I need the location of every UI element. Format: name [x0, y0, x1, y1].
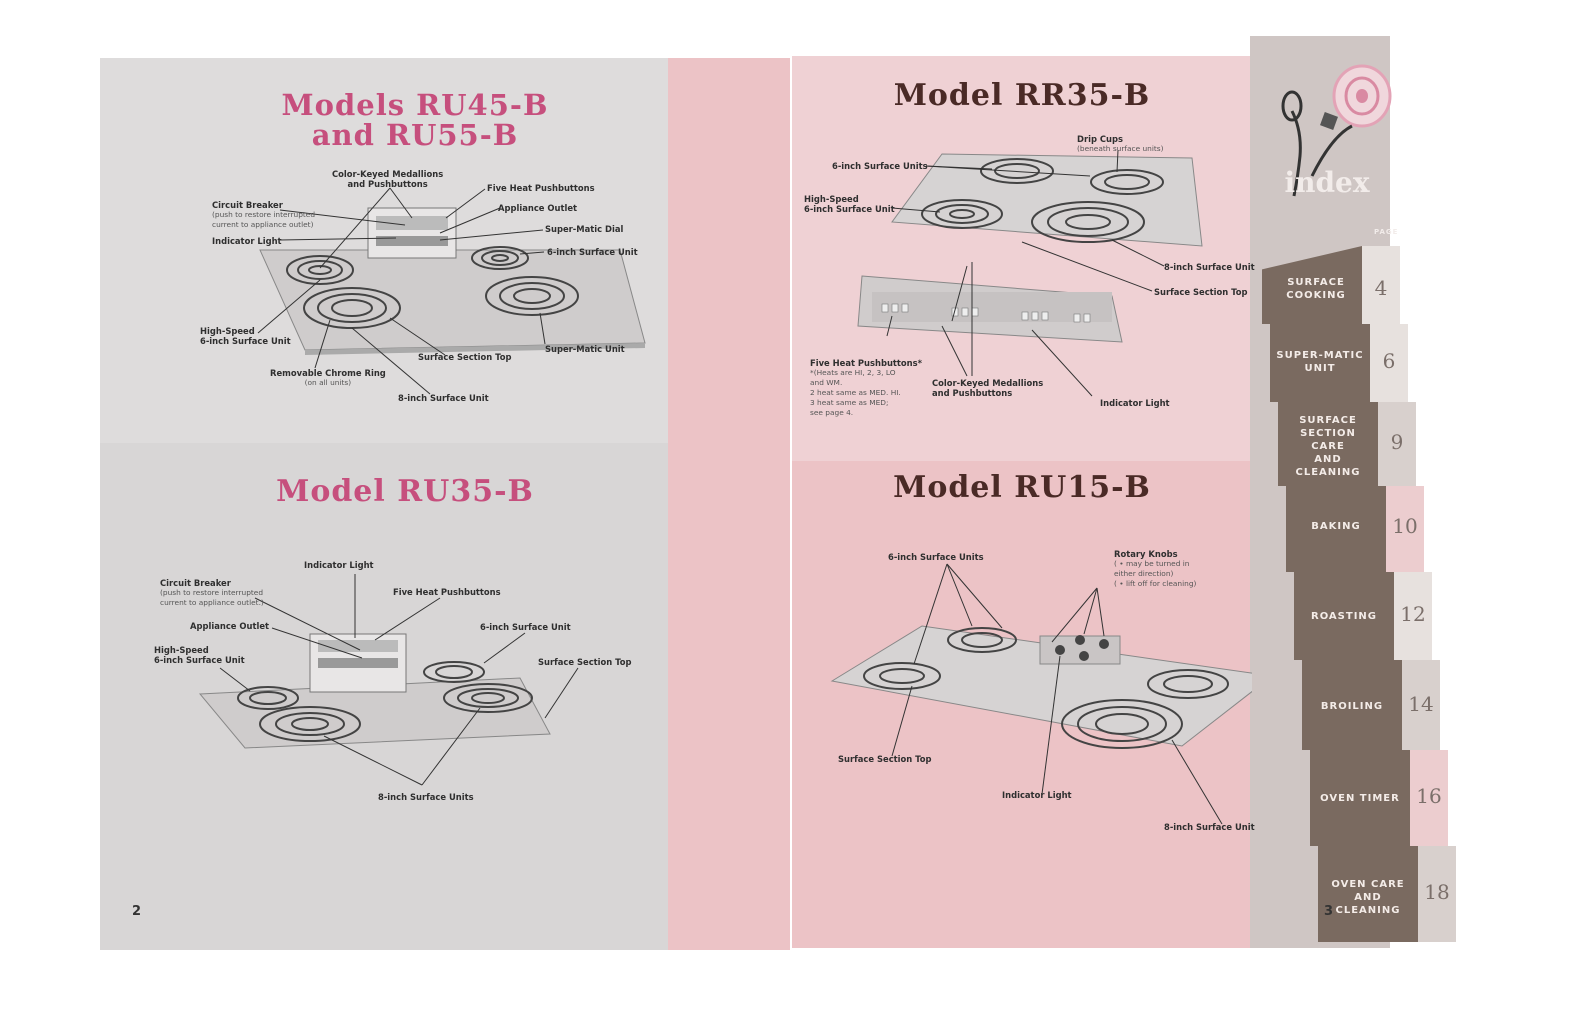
- cooktop-diagram-ru35: [198, 574, 579, 786]
- index-page-number: 18: [1424, 880, 1450, 904]
- index-tab-oven-timer[interactable]: OVEN TIMER 16: [1310, 750, 1460, 846]
- index-page-header: PAGE: [1374, 228, 1399, 236]
- label-appliance-outlet: Appliance Outlet: [498, 203, 578, 213]
- models-ru45-ru55-title: Models RU45-B and RU55-B: [250, 90, 580, 151]
- index-label: BAKING: [1311, 521, 1361, 532]
- label-rr35-indicator-light: Indicator Light: [1100, 398, 1170, 408]
- index-tab-baking[interactable]: BAKING 10: [1286, 486, 1436, 572]
- label-rr35-section-top: Surface Section Top: [1154, 287, 1248, 297]
- label-rr35-six-inch-units: 6-inch Surface Units: [832, 161, 928, 171]
- model-ru35-title: Model RU35-B: [276, 474, 534, 509]
- label-ru15-eight-inch-unit: 8-inch Surface Unit: [1164, 822, 1255, 832]
- label-chrome-ring: Removable Chrome Ring (on all units): [270, 368, 386, 387]
- index-page-number: 6: [1382, 349, 1396, 373]
- label-ru15-rotary-knobs: Rotary Knobs ( • may be turned in either…: [1114, 549, 1197, 588]
- label-ru15-six-inch-units: 6-inch Surface Units: [888, 552, 984, 562]
- index-label: ROASTING: [1311, 611, 1377, 622]
- index-page-number: 16: [1416, 784, 1442, 808]
- cooktop-diagram-ru45: [257, 187, 646, 395]
- model-ru15-title: Model RU15-B: [893, 470, 1151, 505]
- label-eight-inch-unit: 8-inch Surface Unit: [398, 393, 489, 403]
- cooktop-diagram-ru15: [830, 563, 1252, 825]
- model-rr35-title: Model RR35-B: [893, 78, 1151, 113]
- index-page-number: 9: [1390, 430, 1404, 454]
- panel-right-strip: [668, 58, 790, 950]
- label-rr35-drip-cups: Drip Cups (beneath surface units): [1077, 134, 1164, 153]
- left-page: Models RU45-B and RU55-B: [100, 58, 790, 950]
- label-ru35-eight-inch-units: 8-inch Surface Units: [378, 792, 474, 802]
- label-supermatic-dial: Super-Matic Dial: [545, 224, 624, 234]
- index-page-number: 4: [1374, 276, 1388, 300]
- page-number-left: 2: [132, 904, 142, 919]
- index-page-number: 14: [1408, 692, 1434, 716]
- index-tab-broiling[interactable]: BROILING 14: [1302, 660, 1452, 750]
- label-ru35-six-inch-unit: 6-inch Surface Unit: [480, 622, 571, 632]
- index-decoration: [1281, 64, 1392, 197]
- label-ru15-section-top: Surface Section Top: [838, 754, 932, 764]
- label-rr35-five-heat: Five Heat Pushbuttons* *(Heats are HI, 2…: [810, 358, 922, 417]
- cooktop-diagram-rr35: [857, 149, 1203, 397]
- label-five-heat-pushbuttons: Five Heat Pushbuttons: [487, 183, 595, 193]
- index-page-number: 12: [1400, 602, 1426, 626]
- index-label: OVEN TIMER: [1320, 793, 1400, 804]
- index-page-number: 10: [1392, 514, 1418, 538]
- label-ru35-indicator-light: Indicator Light: [304, 560, 374, 570]
- panel-top-right: [792, 56, 1252, 461]
- label-section-top: Surface Section Top: [418, 352, 512, 362]
- index-title: index: [1284, 166, 1370, 199]
- label-circuit-breaker: Circuit Breaker (push to restore interru…: [212, 200, 316, 229]
- label-ru35-five-heat: Five Heat Pushbuttons: [393, 587, 501, 597]
- label-indicator-light: Indicator Light: [212, 236, 282, 246]
- label-ru35-appliance-outlet: Appliance Outlet: [190, 621, 270, 631]
- label-ru35-circuit-breaker: Circuit Breaker (push to restore interru…: [160, 578, 264, 607]
- title-line-1: Models RU45-B: [281, 88, 549, 122]
- label-rr35-eight-inch-unit: 8-inch Surface Unit: [1164, 262, 1255, 272]
- label-supermatic-unit: Super-Matic Unit: [545, 344, 625, 354]
- title-line-2: and RU55-B: [311, 118, 519, 153]
- label-six-inch-unit: 6-inch Surface Unit: [547, 247, 638, 257]
- label-ru15-indicator-light: Indicator Light: [1002, 790, 1072, 800]
- label-ru35-section-top: Surface Section Top: [538, 657, 632, 667]
- page-number-right: 3: [1324, 904, 1334, 919]
- index-label: BROILING: [1320, 701, 1384, 712]
- index-tab-roasting[interactable]: ROASTING 12: [1294, 572, 1444, 660]
